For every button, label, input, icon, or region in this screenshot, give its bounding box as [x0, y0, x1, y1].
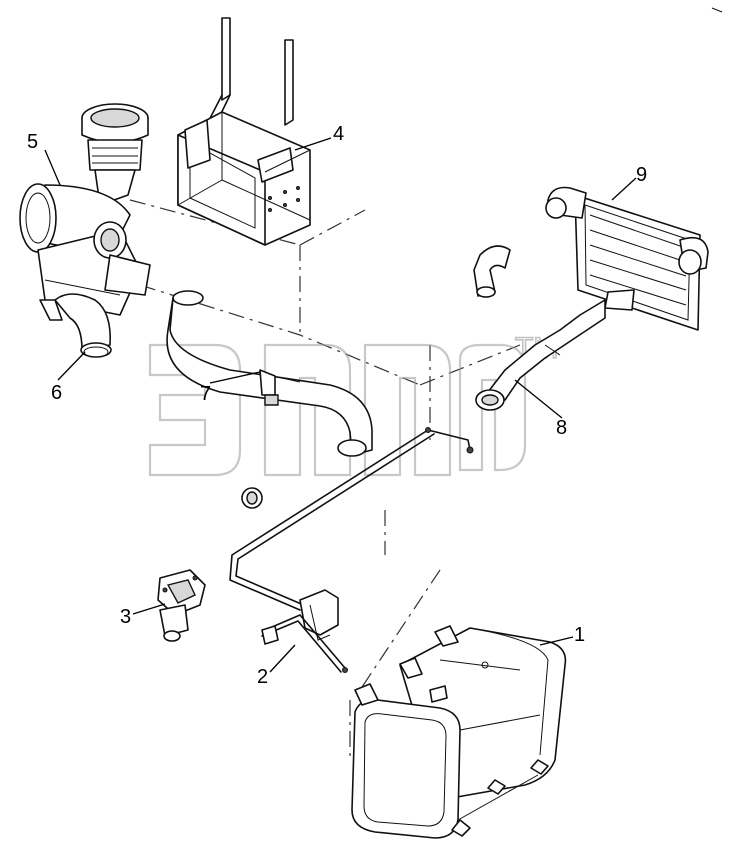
- callout-3: 3: [120, 606, 131, 628]
- part-4-frame-bracket: [177, 17, 311, 246]
- part-6-intake-elbow: [54, 293, 112, 358]
- part-7-intake-pipe: [166, 290, 373, 457]
- callout-2: 2: [257, 666, 268, 688]
- part-2-fuel-bracket: [261, 589, 348, 673]
- callout-4: 4: [333, 123, 344, 145]
- callout-6: 6: [51, 382, 62, 404]
- fuel-lines: [229, 427, 474, 611]
- part-9-intercooler: [545, 186, 709, 331]
- part-5-air-filter: [19, 103, 151, 321]
- callout-5: 5: [27, 131, 38, 153]
- leader-lines: [44, 137, 637, 673]
- corner-mark: [711, 7, 723, 13]
- elbow-hose: [473, 245, 511, 298]
- part-8-charge-air-pipe: [475, 289, 635, 411]
- coupling-sleeve: [241, 487, 263, 509]
- callout-7: 7: [200, 383, 211, 405]
- callout-9: 9: [636, 164, 647, 186]
- callout-8: 8: [556, 417, 567, 439]
- callout-1: 1: [574, 624, 585, 646]
- part-3-fuel-pump: [157, 569, 206, 642]
- callout-labels: 4 5 6 7 8 9 1 2 3: [27, 123, 647, 688]
- part-1-fuel-tank: [351, 625, 567, 839]
